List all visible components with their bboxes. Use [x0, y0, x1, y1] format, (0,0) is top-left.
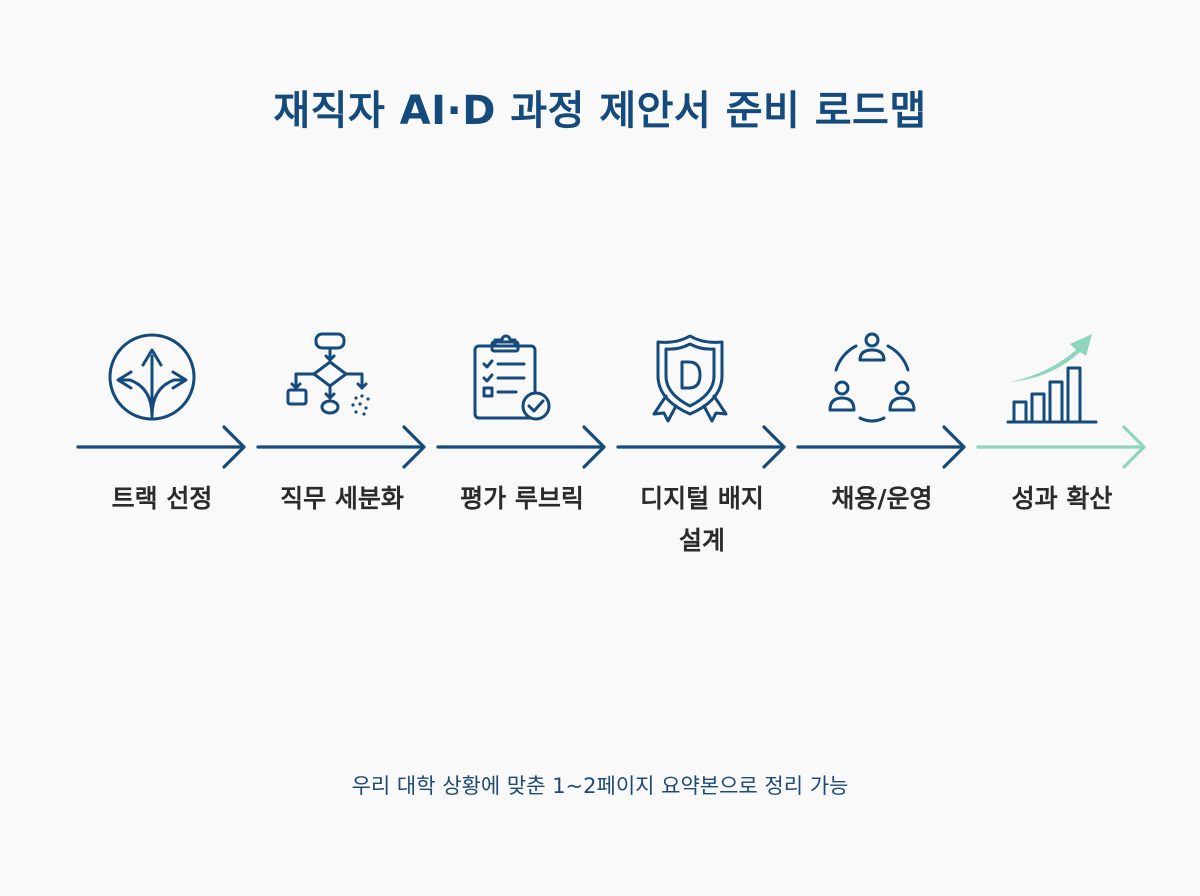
shield-badge-icon	[652, 334, 728, 423]
step-label: 디지털 배지 설계	[640, 484, 764, 555]
step-label: 트랙 선정	[111, 484, 213, 513]
arrow-connector	[976, 425, 1146, 469]
arrow-connector	[616, 425, 786, 469]
arrow-connector	[256, 425, 426, 469]
footer-note: 우리 대학 상황에 맞춘 1~2페이지 요약본으로 정리 가능	[351, 774, 849, 798]
clipboard-checklist-icon	[473, 334, 551, 421]
step-label: 성과 확산	[1011, 484, 1113, 513]
arrow-connector	[796, 425, 966, 469]
arrow-connector	[76, 425, 246, 469]
step-label: 직무 세분화	[280, 484, 404, 513]
diverging-arrows-icon	[108, 333, 196, 421]
page-title: 재직자 AI·D 과정 제안서 준비 로드맵	[273, 88, 927, 134]
step-label: 채용/운영	[831, 484, 933, 513]
flowchart-icon	[286, 332, 370, 416]
arrow-connector	[436, 425, 606, 469]
step-label: 평가 루브릭	[460, 484, 584, 513]
growth-chart-icon	[1006, 334, 1098, 424]
people-network-icon	[828, 332, 916, 423]
